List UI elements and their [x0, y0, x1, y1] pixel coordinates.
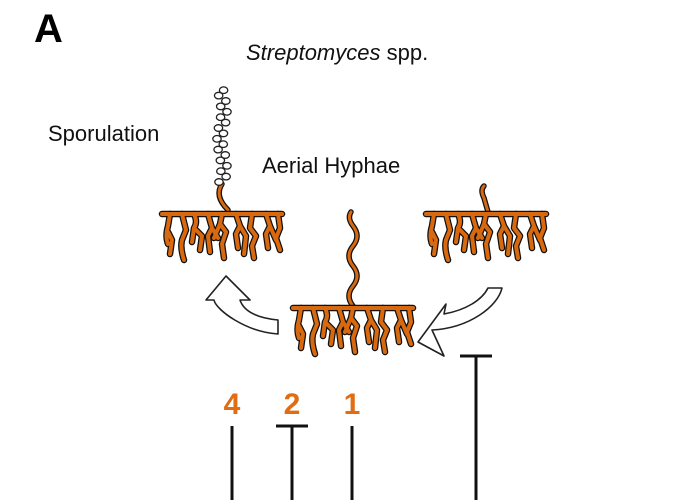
spore [215, 113, 226, 122]
substrate-mycelium-left [162, 214, 282, 260]
regulator-lines [230, 354, 492, 500]
spore [220, 97, 231, 105]
spore-chain [212, 86, 232, 213]
step-number-4: 4 [224, 388, 241, 421]
spore [222, 161, 232, 170]
spore [213, 91, 224, 100]
spore [220, 151, 231, 159]
spore [221, 172, 231, 181]
substrate-mycelium-right [426, 214, 546, 260]
step-number-2: 2 [284, 388, 301, 421]
aerial-hyphae-colony [293, 212, 413, 354]
sporulation-label: Sporulation [48, 121, 159, 146]
aerial-hyphae-label: Aerial Hyphae [262, 153, 400, 178]
vegetative-colony [426, 183, 546, 260]
title-species-suffix: spp. [381, 40, 429, 65]
spore [218, 129, 229, 138]
curved-arrow-right [417, 287, 503, 357]
spore [218, 140, 229, 149]
spore [212, 134, 222, 143]
spore [222, 107, 232, 116]
spore [216, 167, 226, 176]
sporulating-colony [162, 86, 282, 260]
spore [218, 86, 229, 95]
emerging-hypha [479, 183, 491, 215]
spore [215, 156, 226, 165]
aerial-hypha [349, 212, 357, 306]
curved-arrow-left [205, 275, 279, 335]
spore [214, 178, 224, 186]
title-genus: Streptomyces [246, 40, 381, 65]
step-number-1: 1 [344, 388, 361, 421]
spore [220, 118, 231, 127]
panel-letter: A [34, 7, 63, 51]
spore [215, 102, 226, 111]
diagram-title: Streptomyces spp. [246, 40, 428, 65]
spore [213, 145, 223, 154]
substrate-mycelium-center [293, 308, 413, 354]
spore [213, 124, 224, 132]
